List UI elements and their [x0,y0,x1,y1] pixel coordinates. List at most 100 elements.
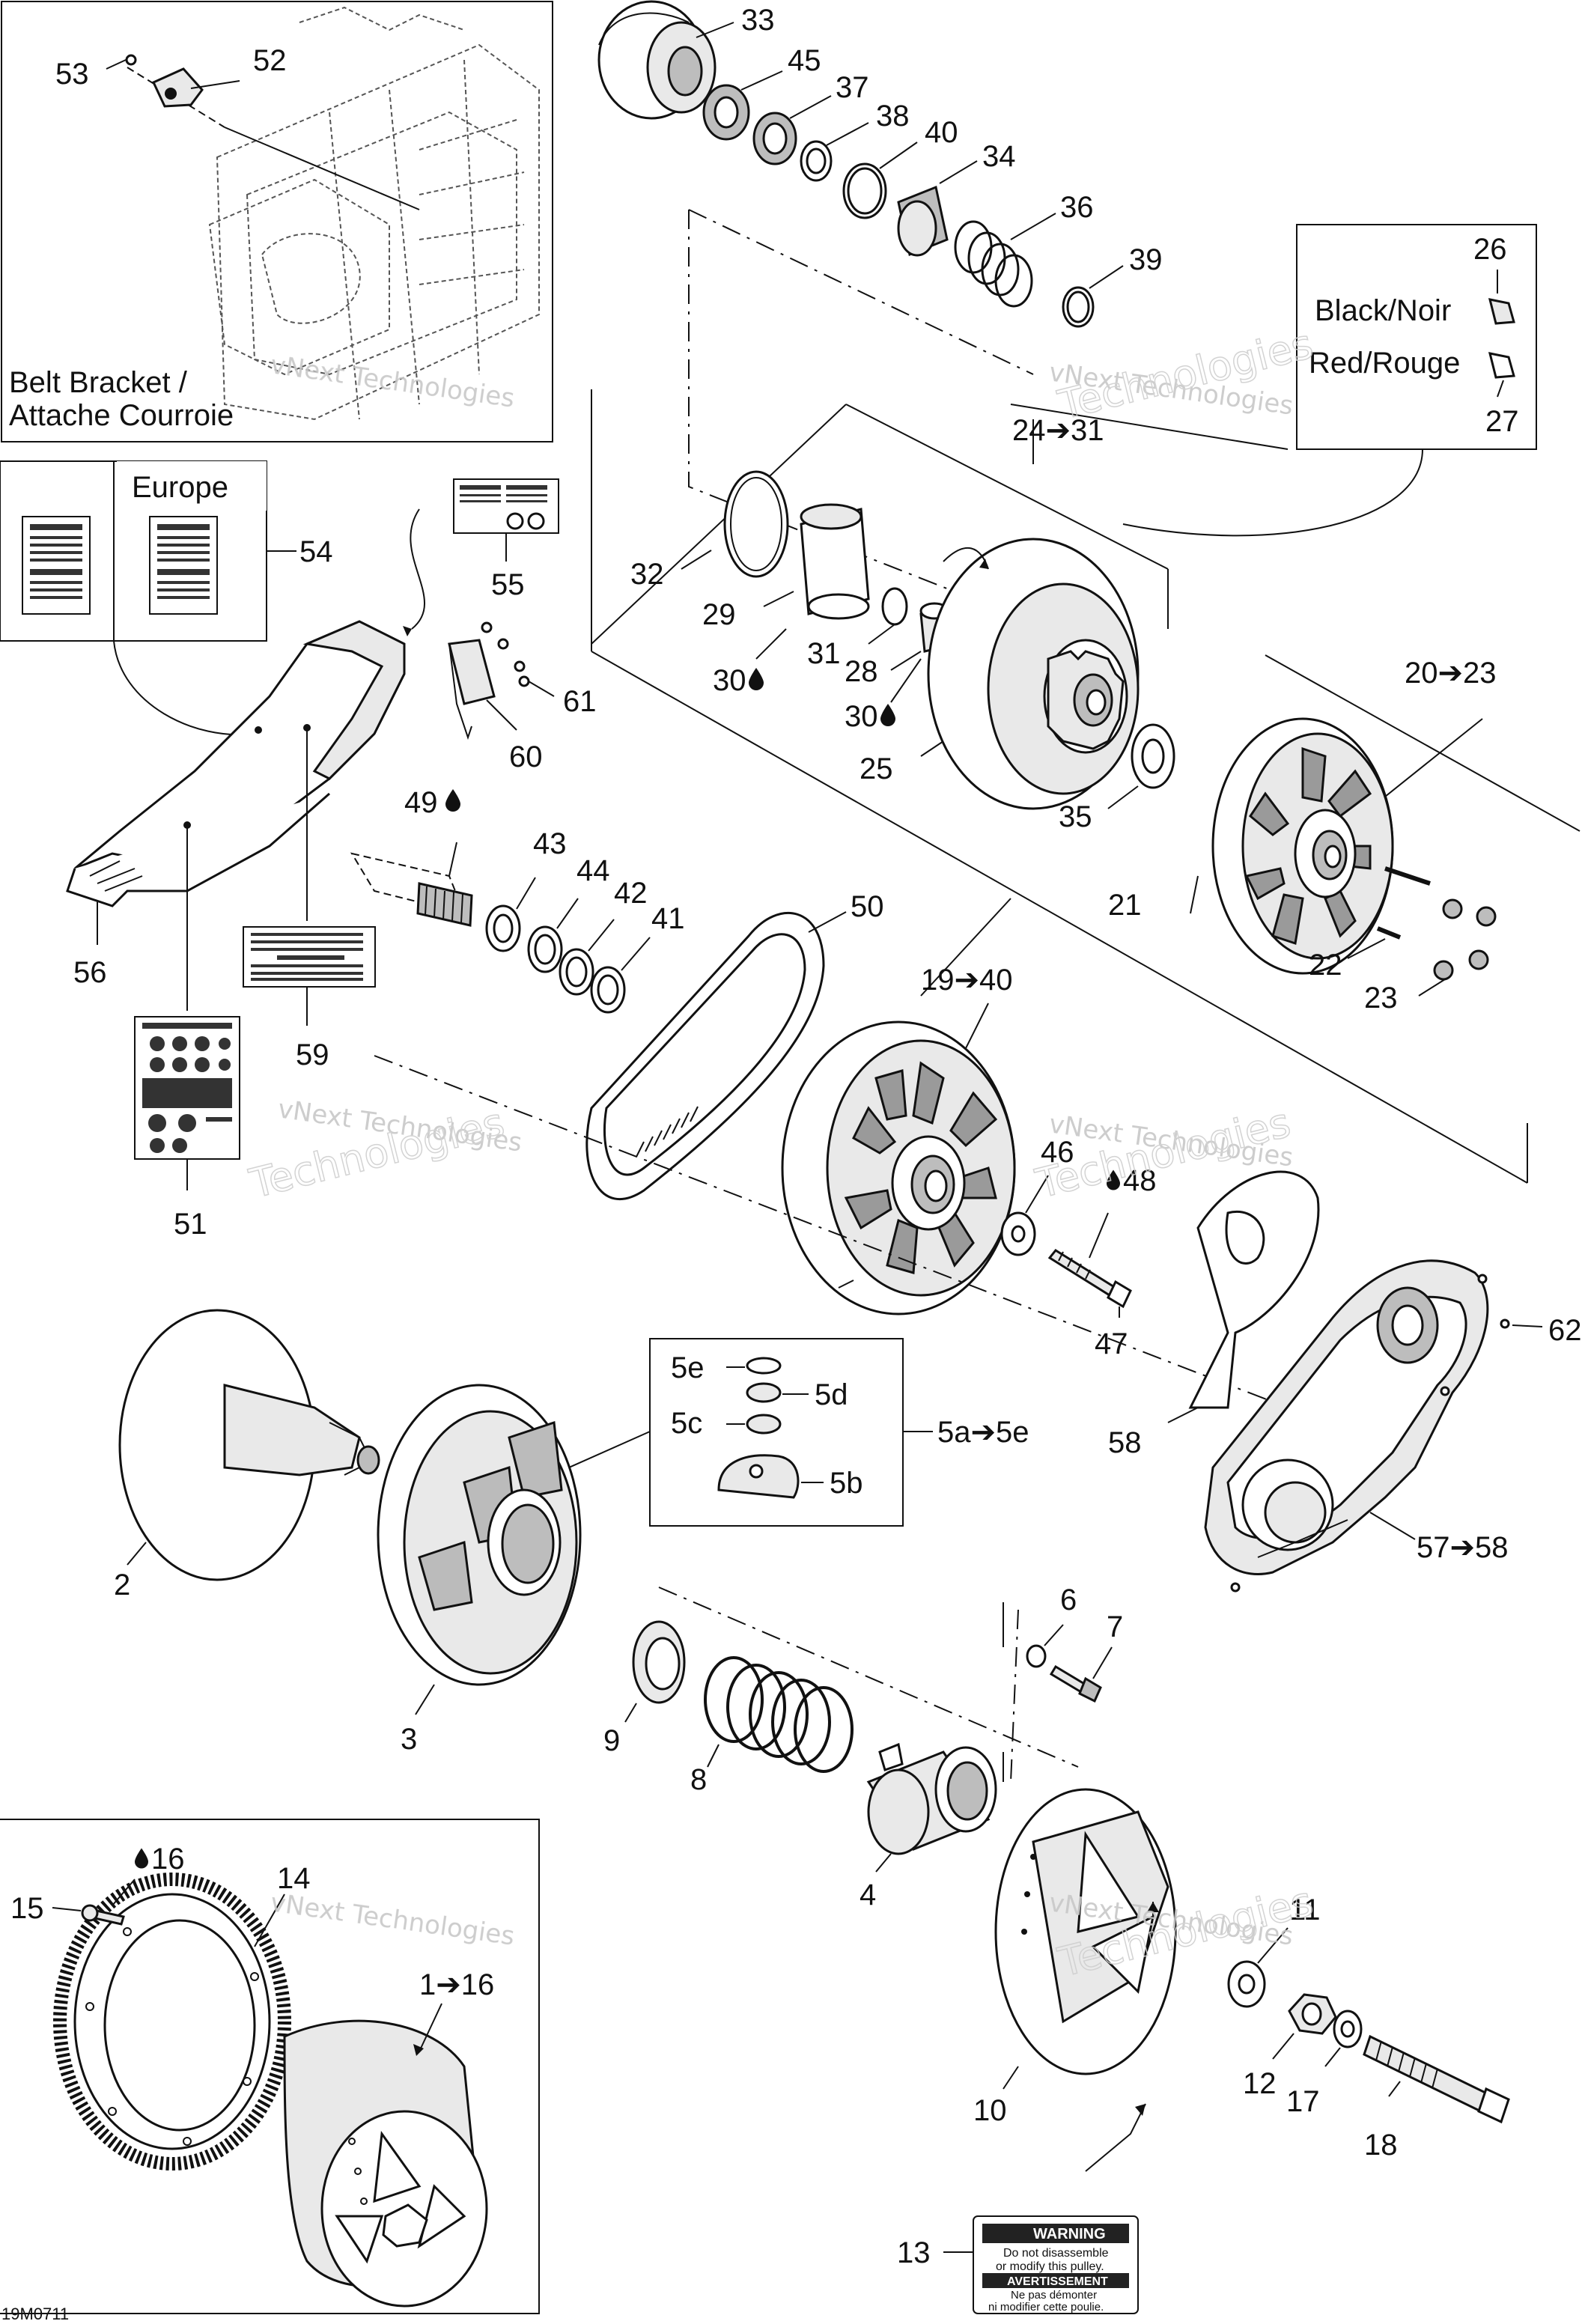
avert-line-2: ni modifier cette poulie. [988,2301,1104,2314]
callout-17: 17 [1286,2085,1320,2118]
nuts-23: 23 [1364,898,1497,1015]
callout-48: 48 [1123,1164,1157,1197]
callout-12: 12 [1243,2067,1277,2100]
callout-9: 9 [603,1724,620,1757]
callout-51: 51 [174,1208,207,1241]
callout-39: 39 [1129,243,1163,276]
spring-36: 36 [954,191,1094,308]
callout-42: 42 [614,877,648,910]
plate-9: 9 [603,1620,686,1757]
callout-43: 43 [533,827,567,860]
callout-6: 6 [1060,1584,1077,1616]
callout-5d: 5d [815,1378,848,1411]
washer-42: 42 [559,877,648,996]
cam-33: 33 [597,0,775,120]
warning-line-1: Do not disassemble [1003,2247,1109,2260]
callout-5c: 5c [671,1407,702,1440]
callout-28: 28 [845,655,878,688]
sticker-europe-2 [149,516,218,615]
callout-15: 15 [10,1892,44,1925]
movable-sheave-3: 3 [377,1384,582,1756]
ring-38: 38 [800,100,910,182]
belt-guard: 56 [66,620,406,1011]
callout-14: 14 [277,1862,311,1895]
callout-44: 44 [576,854,610,887]
callout-52: 52 [253,44,287,77]
sticker-51: 51 [134,1016,240,1241]
callout-32: 32 [630,558,664,591]
callout-38: 38 [876,100,910,133]
callout-29: 29 [702,598,736,631]
belt-bracket-label-fr: Attache Courroie [9,399,234,432]
washer-17: 17 [1286,2010,1363,2118]
weights-inset: 26 Black/Noir Red/Rouge 27 [1122,224,1537,537]
sheave-25: 25 [860,538,1140,810]
callout-16: 16 [151,1843,185,1876]
weight-black-icon [1488,298,1515,325]
callout-54: 54 [299,535,333,568]
sticker-59: 59 [243,926,376,1071]
callout-8: 8 [690,1763,707,1796]
ring-39: 39 [1062,243,1163,328]
callout-2: 2 [114,1569,130,1601]
bolt-47: 48 47 [1047,1164,1157,1360]
callout-26: 26 [1473,233,1507,266]
bearing-37: 37 [752,71,869,165]
europe-labels-inset: Europe 54 [0,460,333,736]
callout-24-31: 24➔31 [1012,414,1104,447]
washer-11: 11 [1227,1893,1321,2008]
bolt-7: 7 [1049,1610,1123,1703]
driven-pulley-assembly: 19➔40 [781,964,1016,1315]
cover-57: 57➔58 62 [1204,1259,1582,1593]
callout-49: 49 [404,786,438,819]
callout-10: 10 [973,2094,1007,2127]
ring-gear-inset: 15 16 14 1➔16 [0,1819,540,2314]
callout-5a-5e: 5a➔5e [937,1416,1029,1449]
ring-32: 32 [630,470,789,591]
drive-belt-50: 50 [585,890,884,1201]
washer-46: 46 [1000,1136,1074,1256]
sheave-21: 21 [1108,717,1394,975]
ring-40: 40 [842,116,958,219]
callout-35: 35 [1059,800,1092,833]
weight-red-icon [1488,352,1515,379]
callout-4: 4 [860,1879,876,1911]
sticker-13: WARNING Do not disassemble or modify thi… [897,2103,1146,2314]
bolt-18: 18 [1363,2034,1510,2162]
callout-50: 50 [851,890,884,923]
spring-8: 8 [690,1656,854,1796]
callout-1-16: 1➔16 [419,1968,494,2001]
bracket-60: 60 61 [448,621,597,773]
belt-bracket-inset: 53 52 Belt Bracket / Attache Courroie [1,1,553,442]
sticker-55: 55 [403,478,559,636]
washer-43: 43 [485,827,567,952]
callout-13: 13 [897,2236,931,2269]
callout-21: 21 [1108,889,1142,922]
callout-46: 46 [1041,1136,1074,1169]
belt-bracket-part [151,67,204,108]
nut-12: 12 [1243,1993,1337,2100]
sleeve-34: 34 [897,140,1016,257]
shaft-49: 49 [350,786,473,927]
callout-61: 61 [563,685,597,718]
callout-36: 36 [1060,191,1094,224]
callout-5e: 5e [671,1351,705,1384]
callout-7: 7 [1107,1610,1123,1643]
callout-34: 34 [982,140,1016,173]
callout-30-b: 30 [845,700,878,733]
assembly-lines [374,209,1581,1783]
washer-6: 6 [1026,1584,1077,1668]
callout-40: 40 [925,116,958,149]
warning-line-2: or modify this pulley. [996,2260,1104,2273]
callout-59: 59 [296,1038,329,1071]
nut-53 [125,54,137,66]
callout-5b: 5b [830,1467,863,1500]
callout-41: 41 [651,902,685,935]
washer-44: 44 [527,854,610,973]
callout-3: 3 [401,1723,417,1756]
sticker-europe-1 [22,516,91,615]
cover-58: 58 [1108,1170,1320,1459]
callout-22: 22 [1309,949,1342,982]
cover-10: 10 [973,1788,1177,2127]
callout-58: 58 [1108,1426,1142,1459]
